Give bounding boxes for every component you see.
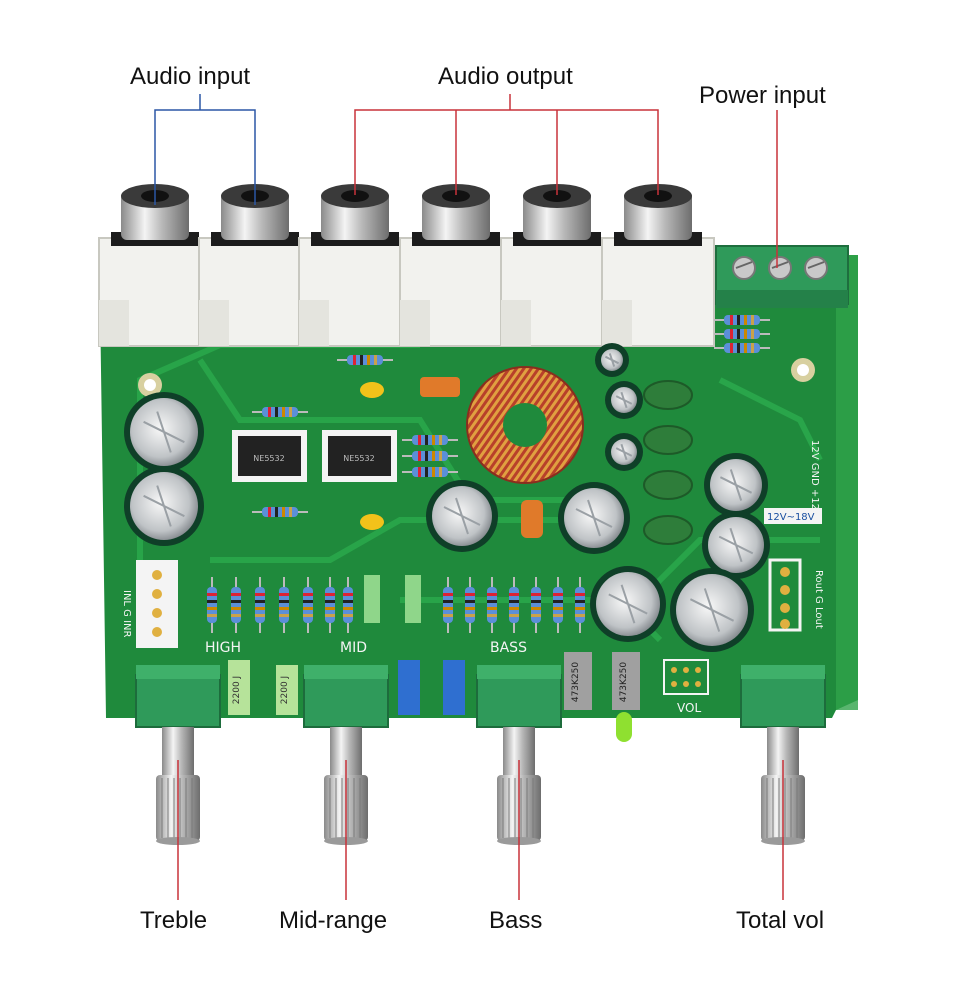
resistor-3 [255,577,265,633]
ic-chips: NE5532 NE5532 [232,430,397,482]
resistor-13 [553,577,563,633]
power-terminal-block [715,245,849,308]
silk-power-note: 12V~18V [767,512,815,523]
silk-vol: VOL [677,701,701,715]
capacitor-4 [558,482,630,554]
silk-mid: MID [340,640,367,656]
rca-jack-6 [601,184,715,347]
resistor-9 [465,577,475,633]
potentiometer-4 [740,665,826,845]
rca-jacks [98,184,715,347]
potentiometers [135,665,826,845]
resistor-19 [714,329,770,339]
resistor-23 [402,467,458,477]
choke-1 [643,380,693,410]
film-capacitors: 2200 J 2200 J 473K250 473K250 [228,377,640,742]
resistor-6 [325,577,335,633]
silk-high: HIGH [205,640,241,656]
resistor-14 [575,577,585,633]
capacitor-10 [590,566,666,642]
resistor-20 [714,343,770,353]
header-pins [136,558,802,695]
resistor-17 [337,355,393,365]
knob-leaders [177,760,784,900]
resistor-2 [231,577,241,633]
potentiometer-2 [303,665,389,845]
resistor-21 [402,435,458,445]
silk-bass: BASS [490,640,527,656]
audio-output-label: Audio output [438,63,573,90]
resistor-5 [303,577,313,633]
audio-input-leader [154,94,256,205]
rca-jack-4 [399,184,513,347]
capacitor-1 [124,392,204,472]
rca-jack-5 [500,184,614,347]
silk-in-pins: INL G INR [121,590,132,638]
potentiometer-1 [135,665,221,845]
power-input-label: Power input [699,82,826,109]
capacitor-5 [605,381,643,419]
cap-left-2-label: 2200 J [280,676,290,704]
cap-left-1-label: 2200 J [232,676,242,704]
silkscreen-text: HIGH MID BASS VOL INL G INR 12V GND +12V… [121,440,824,715]
cap-mid-2-label: 473K250 [619,662,629,703]
capacitor-7 [595,343,629,377]
choke-2 [643,425,693,455]
chip-2-label: NE5532 [343,454,374,463]
resistor-10 [487,577,497,633]
toroid-inductor [466,366,584,484]
callout-lines [154,94,784,900]
capacitor-9 [702,511,770,579]
resistor-15 [252,407,308,417]
resistor-22 [402,451,458,461]
choke-3 [643,470,693,500]
resistor-16 [252,507,308,517]
rca-jack-3 [298,184,412,347]
resistor-8 [443,577,453,633]
audio-input-label: Audio input [130,63,251,90]
chip-1-label: NE5532 [253,454,284,463]
mid-range-label: Mid-range [279,907,388,934]
total-vol-label: Total vol [736,907,825,934]
capacitor-8 [704,453,768,517]
resistor-4 [279,577,289,633]
resistor-banks [207,315,770,633]
audio-output-leader [354,94,659,195]
capacitor-6 [605,433,643,471]
rca-jack-1 [98,184,212,347]
capacitor-2 [124,466,204,546]
resistor-7 [343,577,353,633]
bass-label: Bass [489,907,543,934]
choke-4 [643,515,693,545]
resistor-1 [207,577,217,633]
resistor-12 [531,577,541,633]
electrolytic-capacitors [124,343,770,652]
treble-label: Treble [140,907,208,934]
resistor-11 [509,577,519,633]
silk-out-pins: Rout G Lout [813,570,824,629]
capacitor-11 [670,568,754,652]
capacitor-3 [426,480,498,552]
cap-mid-1-label: 473K250 [571,662,581,703]
silk-power-pins: 12V GND +12V [809,440,820,517]
rca-jack-2 [198,184,312,347]
potentiometer-3 [476,665,562,845]
resistor-18 [714,315,770,325]
